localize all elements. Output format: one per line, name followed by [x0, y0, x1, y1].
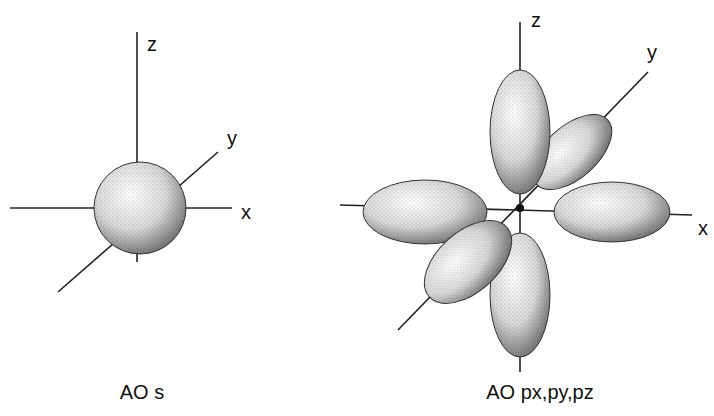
axis-label: x — [698, 218, 708, 238]
orbital-caption: AO px,py,pz — [486, 382, 593, 402]
axis-label: z — [147, 34, 157, 54]
axis-label: y — [647, 42, 657, 62]
axis-label: y — [227, 128, 237, 148]
orbital-caption: AO s — [120, 382, 164, 402]
axis-label: z — [531, 10, 541, 30]
axes-p — [340, 22, 692, 372]
axes-s — [10, 32, 232, 292]
s-orbital — [94, 162, 186, 254]
p-orbital-lobes — [363, 70, 670, 357]
axis-label: x — [241, 202, 251, 222]
